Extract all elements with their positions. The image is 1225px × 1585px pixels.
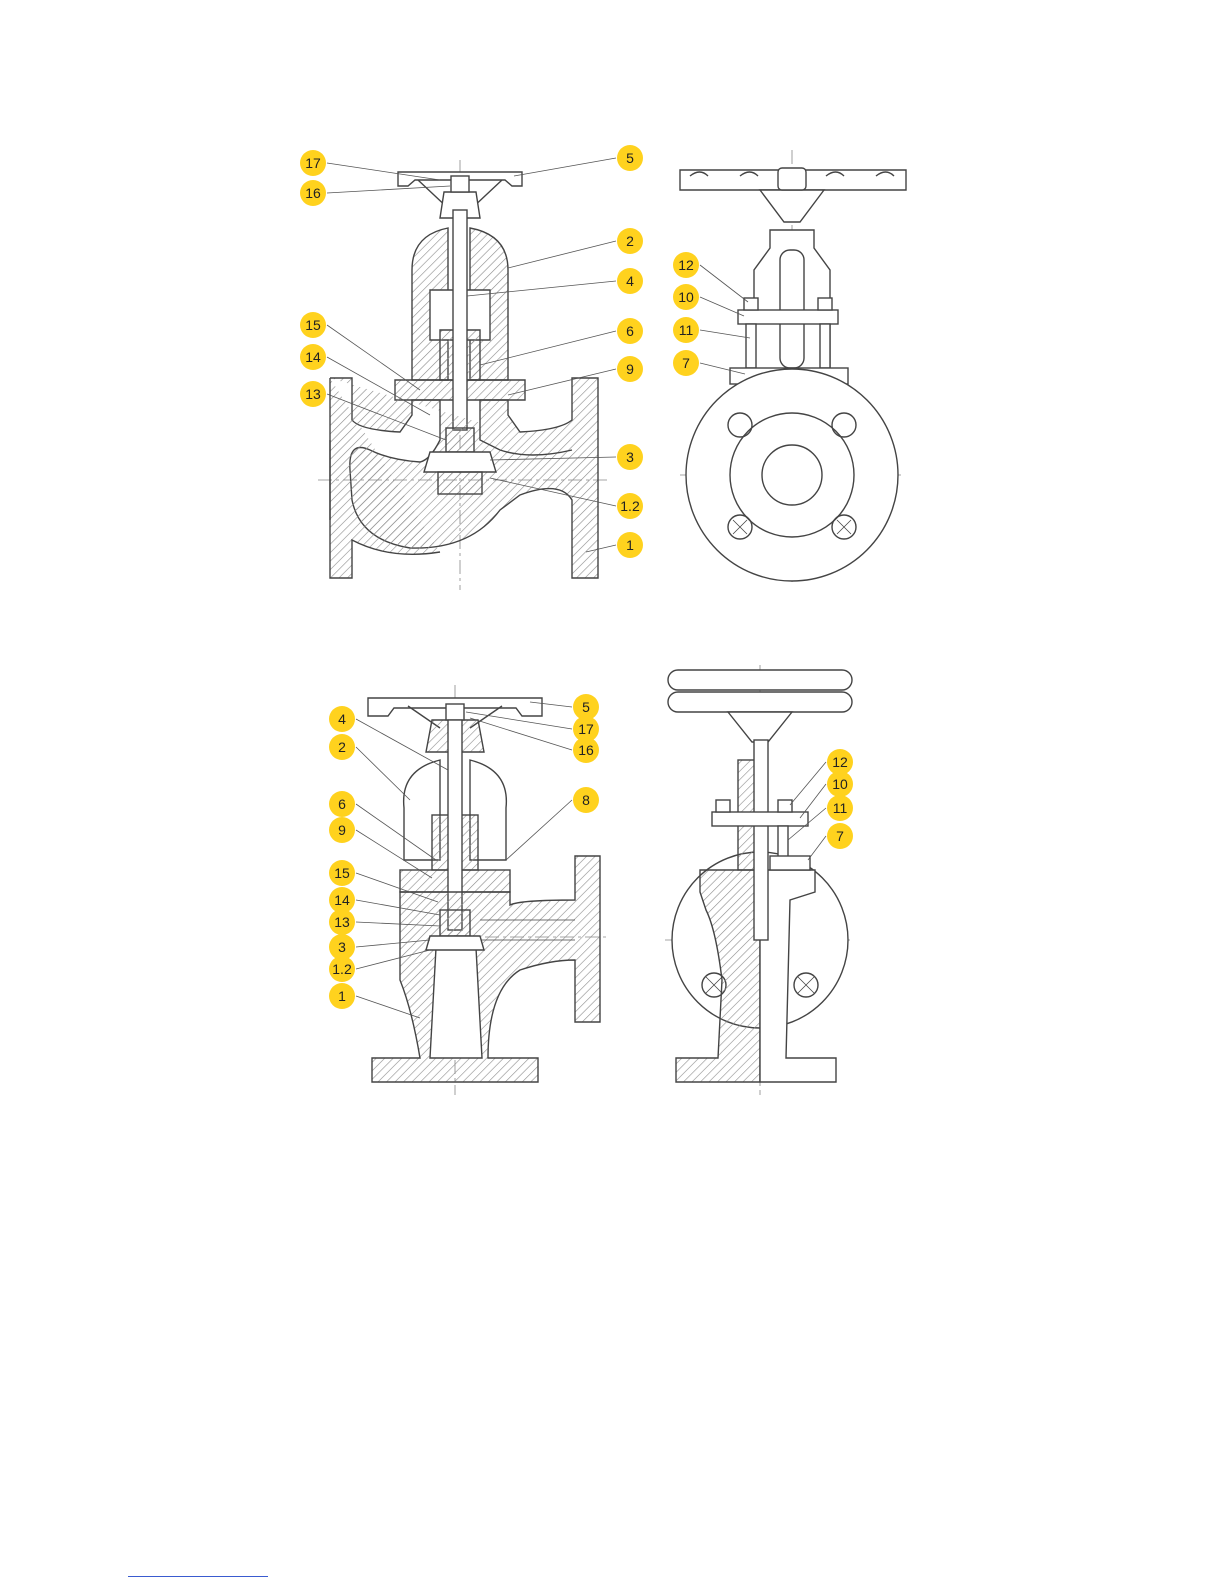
svg-text:4: 4 [626,273,634,289]
svg-text:4: 4 [338,711,346,727]
svg-text:1: 1 [338,988,346,1004]
callout-5: 5 [514,145,643,176]
svg-text:5: 5 [582,699,590,715]
svg-text:17: 17 [305,155,321,171]
footer-rule [128,1576,268,1577]
svg-text:15: 15 [334,865,350,881]
svg-text:7: 7 [682,355,690,371]
svg-text:9: 9 [338,822,346,838]
svg-text:10: 10 [832,776,848,792]
callout-8: 8 [506,787,599,860]
svg-text:2: 2 [626,233,634,249]
svg-text:16: 16 [305,185,321,201]
callout-7-bottom: 7 [808,823,853,860]
svg-text:7: 7 [836,828,844,844]
svg-text:1.2: 1.2 [332,961,352,977]
svg-text:15: 15 [305,317,321,333]
svg-text:13: 13 [305,386,321,402]
svg-text:13: 13 [334,914,350,930]
svg-text:11: 11 [833,800,848,816]
svg-text:10: 10 [678,289,694,305]
callout-10-top: 10 [673,284,744,316]
callout-2: 2 [508,228,643,268]
handwheel-side [668,670,852,742]
svg-text:16: 16 [578,742,594,758]
svg-text:3: 3 [338,939,346,955]
callout-2: 2 [329,734,410,800]
callouts-straight-side: 12 10 11 7 [673,252,750,376]
svg-text:2: 2 [338,739,346,755]
flange-side [686,369,898,581]
straight-globe-valve-section [318,160,610,590]
svg-text:17: 17 [578,721,594,737]
svg-text:6: 6 [626,323,634,339]
svg-text:8: 8 [582,792,590,808]
svg-text:6: 6 [338,796,346,812]
svg-text:12: 12 [678,257,694,273]
svg-text:14: 14 [305,349,321,365]
svg-text:14: 14 [334,892,350,908]
handwheel-side [680,168,906,222]
svg-text:5: 5 [626,150,634,166]
svg-text:3: 3 [626,449,634,465]
stem [453,210,467,430]
callout-16: 16 [300,180,450,206]
callouts-angle-side: 12 10 11 7 [788,749,853,860]
svg-text:9: 9 [626,361,634,377]
svg-text:1.2: 1.2 [620,498,640,514]
svg-text:11: 11 [679,322,694,338]
angle-globe-valve-side [665,665,852,1095]
svg-text:1: 1 [626,537,634,553]
svg-text:12: 12 [832,754,848,770]
